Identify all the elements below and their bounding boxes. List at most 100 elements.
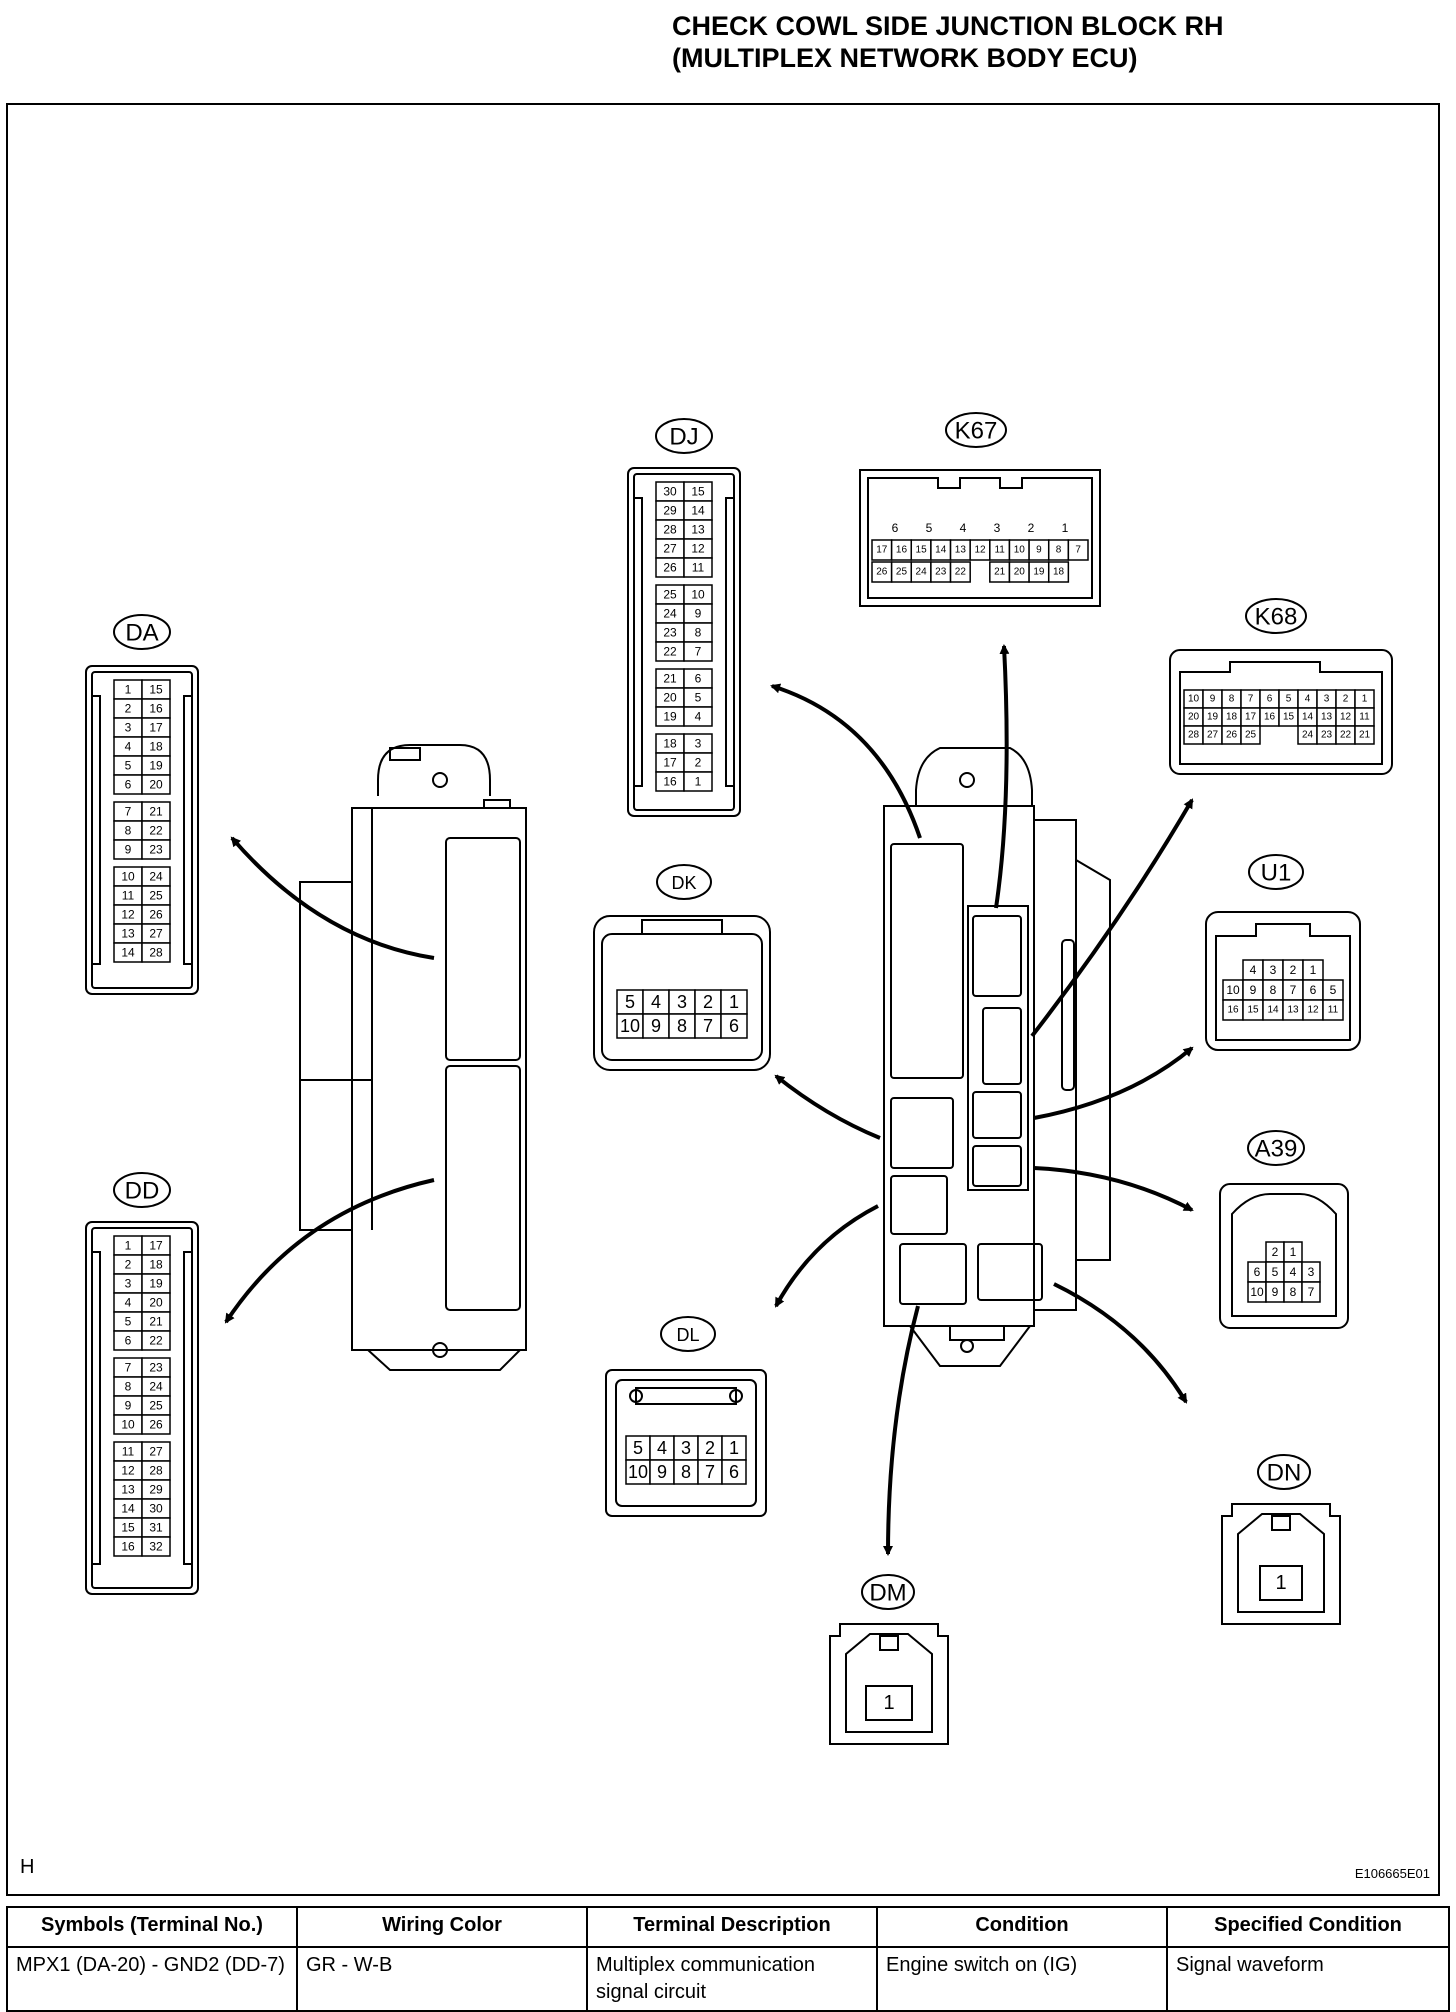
pin-number: 11: [1328, 1005, 1339, 1016]
pin-number: 4: [125, 740, 132, 754]
pin-number: 3: [1324, 694, 1330, 705]
pin-cell: [1067, 539, 1089, 561]
pin-number: 8: [677, 1016, 687, 1036]
connector-label: U1: [1261, 860, 1292, 887]
pin-number: 16: [1264, 712, 1276, 723]
pin-number: 16: [149, 702, 163, 716]
arrow-to-dk: [774, 1074, 881, 1140]
pin-number: 9: [695, 607, 702, 621]
arrow-to-dd: [224, 1178, 435, 1324]
pin-cell: [625, 1435, 651, 1461]
pin-number: 1: [729, 1438, 739, 1458]
pin-number: 28: [149, 946, 163, 960]
pin-number: 25: [1245, 730, 1257, 741]
connector-dn: DN1: [1221, 1454, 1341, 1625]
pin-cell: [616, 1013, 644, 1039]
connector-label-oval: [655, 418, 713, 454]
pin-number: 14: [1302, 712, 1314, 723]
pin-number: 7: [1075, 545, 1081, 556]
pin-number: 19: [1207, 712, 1219, 723]
pin-number: 22: [955, 567, 967, 578]
pin-number: 26: [149, 908, 163, 922]
pin-number: 16: [896, 545, 908, 556]
pin-number: 10: [620, 1016, 640, 1036]
header-condition: Condition: [876, 1906, 1168, 1948]
junction-block-front-view: [883, 747, 1111, 1367]
pin-cell: [720, 1013, 748, 1039]
pin-number: 12: [691, 542, 705, 556]
pin-cell: [141, 1414, 171, 1435]
connector-label: A39: [1255, 1136, 1298, 1163]
pin-number: 15: [916, 545, 928, 556]
pin-number: 11: [994, 545, 1005, 556]
arrow-to-a39: [1033, 1166, 1194, 1212]
pin-number: 27: [149, 1445, 163, 1459]
arrows: [224, 644, 1194, 1556]
pin-number: 1: [1062, 521, 1069, 535]
pin-number: 5: [1286, 694, 1292, 705]
pin-number: 1: [1290, 1245, 1297, 1259]
arrow-to-dn: [1053, 1282, 1188, 1404]
pin-number: 19: [149, 1277, 163, 1291]
pin-number: 7: [705, 1462, 715, 1482]
cell-condition: Engine switch on (IG): [876, 1946, 1168, 2012]
pin-number: 30: [663, 485, 677, 499]
pin-number: 28: [1188, 730, 1200, 741]
pin-number: 13: [691, 523, 705, 537]
pin-number: 17: [876, 545, 888, 556]
pin-number: 23: [149, 843, 163, 857]
pin-number: 25: [149, 1399, 163, 1413]
pin-number: 9: [1272, 1285, 1279, 1299]
pin-number: 6: [1267, 694, 1273, 705]
pin-number: 5: [625, 992, 635, 1012]
pin-number: 9: [1210, 694, 1216, 705]
header-wiring-color: Wiring Color: [296, 1906, 588, 1948]
header-terminal-description: Terminal Description: [586, 1906, 878, 1948]
pin-number: 4: [651, 992, 661, 1012]
pin-cell: [683, 641, 713, 662]
pin-number: 15: [149, 683, 163, 697]
pin-number: 11: [122, 1445, 135, 1459]
pin-number: 8: [1229, 694, 1235, 705]
pin-number: 18: [149, 740, 163, 754]
cell-symbol: MPX1 (DA-20) - GND2 (DD-7): [6, 1946, 298, 2012]
pin-number: 24: [916, 567, 928, 578]
pin-number: 1: [883, 1692, 894, 1714]
pin-number: 26: [663, 561, 677, 575]
header-specified-condition: Specified Condition: [1166, 1906, 1450, 1948]
junction-block-side-view: [299, 744, 527, 1371]
pin-number: 18: [149, 1258, 163, 1272]
pin-number: 9: [125, 843, 132, 857]
pin-number: 6: [695, 672, 702, 686]
pin-number: 19: [149, 759, 163, 773]
pin-number: 4: [1290, 1265, 1297, 1279]
pin-number: 19: [1033, 567, 1045, 578]
pin-number: 15: [1247, 1005, 1259, 1016]
pin-number: 5: [125, 759, 132, 773]
pin-number: 1: [695, 775, 702, 789]
pin-number: 13: [121, 927, 135, 941]
header-symbols: Symbols (Terminal No.): [6, 1906, 298, 1948]
pin-cell: [141, 1330, 171, 1351]
pin-number: 21: [994, 567, 1006, 578]
pin-number: 11: [692, 561, 705, 575]
pin-number: 7: [125, 1361, 132, 1375]
arrow-to-dl: [774, 1204, 879, 1308]
pin-cell: [949, 561, 971, 583]
pin-cell: [694, 989, 722, 1015]
arrow-to-dm: [883, 1305, 920, 1556]
pin-number: 27: [663, 542, 677, 556]
pin-cell: [683, 706, 713, 727]
pin-number: 26: [1226, 730, 1238, 741]
cell-specified: Signal waveform: [1166, 1946, 1450, 2012]
pin-number: 24: [663, 607, 677, 621]
pin-number: 2: [125, 1258, 132, 1272]
pin-number: 5: [125, 1315, 132, 1329]
pin-number: 17: [663, 756, 677, 770]
pin-number: 7: [703, 1016, 713, 1036]
pin-number: 25: [149, 889, 163, 903]
